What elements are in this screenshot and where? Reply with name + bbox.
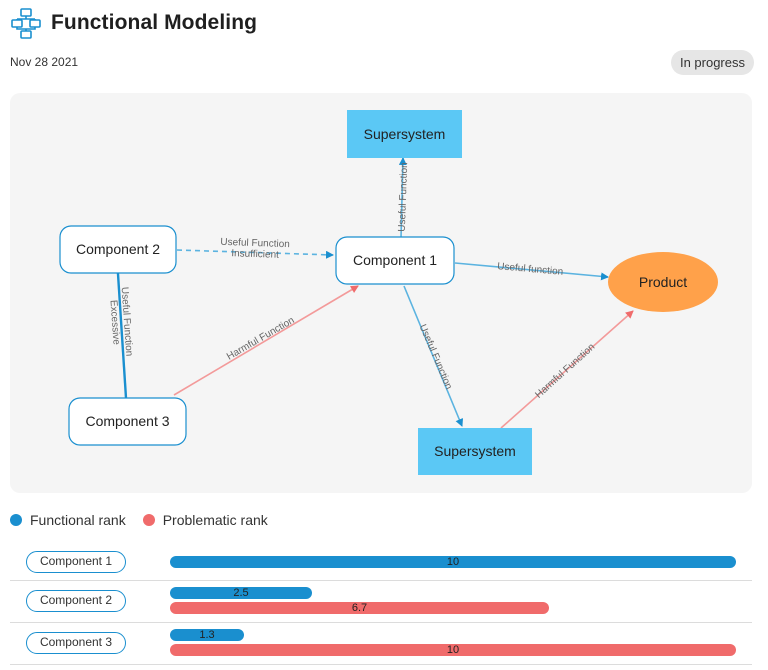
edge-c1-super-bottom[interactable] (403, 285, 464, 427)
rank-legend: Functional rank Problematic rank (10, 510, 285, 530)
legend-dot-problematic (142, 514, 155, 526)
date-label: Nov 28 2021 (10, 55, 79, 69)
legend-problematic-label: Problematic rank (162, 512, 268, 528)
legend-functional-label: Functional rank (30, 512, 126, 528)
node-supersystem-bottom[interactable]: Supersystem (418, 428, 532, 475)
svg-text:Supersystem: Supersystem (364, 126, 446, 142)
svg-text:Component 3: Component 3 (85, 413, 169, 429)
diagram-canvas: Useful Function Useful Function Insuffic… (59, 110, 718, 475)
svg-text:Supersystem: Supersystem (434, 443, 516, 459)
edge-label-c1-super-top: Useful Function (397, 162, 410, 232)
node-component-1[interactable]: Component 1 (335, 236, 455, 285)
edge-c1-super-top[interactable] (398, 157, 407, 239)
edge-label-c1-product: Useful function (497, 261, 564, 278)
page-header: Functional Modeling (10, 6, 257, 40)
edge-label-c3-c1: Harmful Function (225, 315, 296, 363)
edge-label-c3-c2-line2: Excessive (107, 300, 121, 346)
edge-c2-c1[interactable] (176, 249, 334, 259)
edge-c1-product[interactable] (454, 262, 609, 281)
svg-text:Component 2: Component 2 (76, 241, 160, 257)
page-title: Functional Modeling (51, 11, 258, 34)
legend-dot-functional (10, 514, 22, 526)
svg-text:Product: Product (639, 274, 687, 290)
edge-super-bottom-product[interactable] (500, 310, 634, 429)
legend-functional: Functional rank (10, 512, 126, 528)
edge-label-c2-c1-line2: Insufficient (231, 248, 279, 261)
problematic-rank-bar: 10 (170, 644, 736, 656)
functional-model-diagram[interactable]: Useful Function Useful Function Insuffic… (10, 93, 752, 493)
edge-label-c3-c2-line1: Useful Function (119, 287, 135, 357)
functional-rank-bar: 10 (170, 556, 736, 568)
component-pill[interactable]: Component 3 (26, 632, 126, 654)
edge-c3-c1[interactable] (173, 285, 359, 396)
node-supersystem-top[interactable]: Supersystem (347, 110, 462, 158)
node-component-2[interactable]: Component 2 (59, 225, 177, 274)
edge-label-super-bottom-product: Harmful Function (533, 342, 597, 401)
edge-label-c1-super-bottom: Useful Function (417, 323, 454, 391)
rank-table: Component 1 10 Component 2 2.5 6.7 Compo… (10, 542, 752, 665)
rank-row: Component 3 1.3 10 (10, 623, 752, 665)
component-pill[interactable]: Component 2 (26, 590, 126, 612)
svg-text:Component 1: Component 1 (353, 252, 437, 268)
status-badge: In progress (670, 50, 754, 75)
problematic-rank-bar: 6.7 (170, 602, 549, 614)
edge-label-c2-c1-line1: Useful Function (220, 237, 290, 250)
node-product[interactable]: Product (608, 252, 718, 312)
functional-rank-bar: 2.5 (170, 587, 312, 599)
functional-rank-bar: 1.3 (170, 629, 244, 641)
component-pill[interactable]: Component 1 (26, 551, 126, 573)
flowchart-icon (11, 8, 41, 39)
rank-row: Component 1 10 (10, 542, 752, 581)
legend-problematic: Problematic rank (142, 512, 268, 528)
rank-row: Component 2 2.5 6.7 (10, 581, 752, 623)
node-component-3[interactable]: Component 3 (68, 397, 187, 446)
